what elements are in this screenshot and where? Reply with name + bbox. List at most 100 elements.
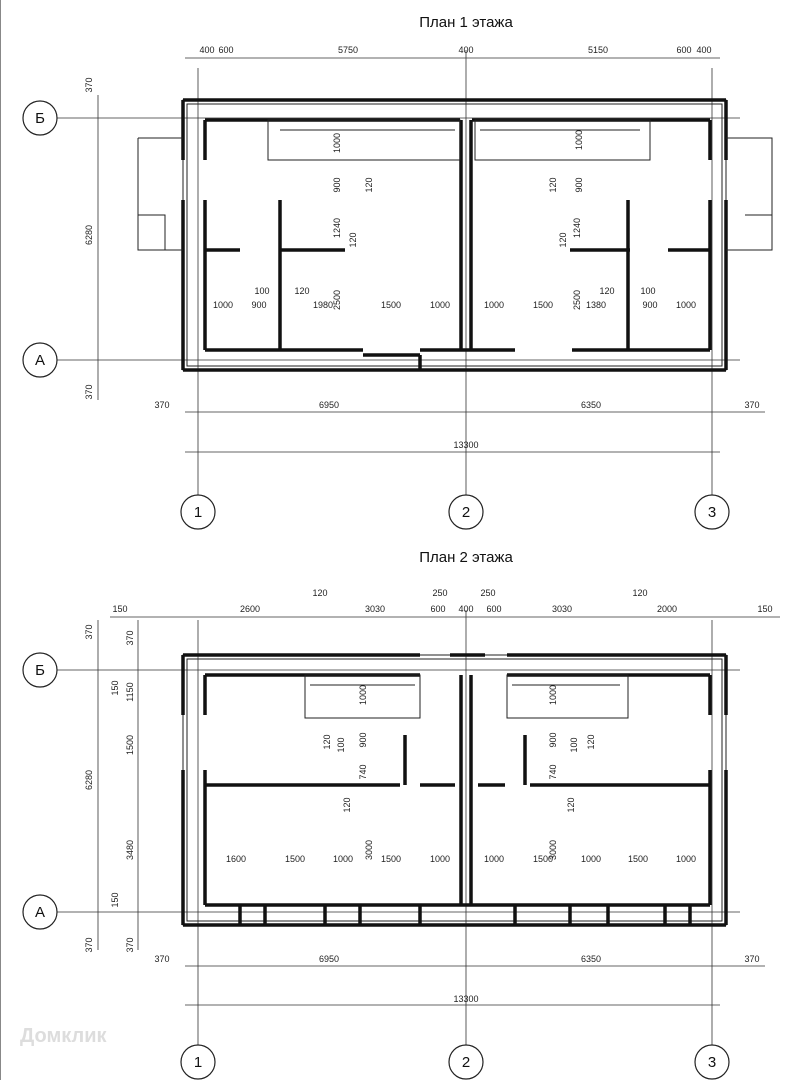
plan1-dimension-label: 400 bbox=[199, 45, 214, 55]
plan1-dimension-label: 1000 bbox=[332, 133, 342, 153]
plan2-dimension-label: 1600 bbox=[226, 854, 246, 864]
plan2-dimension-label: 2600 bbox=[240, 604, 260, 614]
plan1-dimension-label: 1500 bbox=[381, 300, 401, 310]
plan2-dimension-label: 370 bbox=[84, 624, 94, 639]
plan1-dimension-label: 100 bbox=[640, 286, 655, 296]
plan1-dimension-label: 1000 bbox=[574, 130, 584, 150]
axis-label: 3 bbox=[708, 504, 716, 521]
plan1-dimension-label: 120 bbox=[548, 177, 558, 192]
plan2-dimension-label: 1500 bbox=[533, 854, 553, 864]
axis-label: 3 bbox=[708, 1054, 716, 1071]
axis-label: 1 bbox=[194, 1054, 202, 1071]
axis-label: 2 bbox=[462, 1054, 470, 1071]
plan2-dimension-label: 3000 bbox=[364, 840, 374, 860]
plan1-dimension-label: 370 bbox=[84, 77, 94, 92]
plan1-dimension-label: 1000 bbox=[676, 300, 696, 310]
axis-bubble bbox=[448, 494, 484, 530]
axis-bubble bbox=[22, 894, 58, 930]
plan1-dimension-label: 13300 bbox=[453, 440, 478, 450]
plan2-dimension-label: 370 bbox=[125, 937, 135, 952]
plan2-dimension-label: 1000 bbox=[548, 685, 558, 705]
plan1-dimension-label: 6280 bbox=[84, 225, 94, 245]
plan1-geometry bbox=[57, 50, 773, 495]
plan2-dimension-label: 1500 bbox=[381, 854, 401, 864]
plan1-dimension-label: 400 bbox=[696, 45, 711, 55]
plan1-dimension-label: 600 bbox=[676, 45, 691, 55]
plan1-dimension-label: 900 bbox=[574, 177, 584, 192]
plan2-dimension-label: 400 bbox=[458, 604, 473, 614]
axis-bubble bbox=[180, 494, 216, 530]
plan2-dimension-label: 120 bbox=[566, 797, 576, 812]
axis-bubble bbox=[22, 342, 58, 378]
plan2-dimension-label: 1000 bbox=[676, 854, 696, 864]
plan1-dimension-label: 370 bbox=[744, 400, 759, 410]
axis-bubble bbox=[22, 100, 58, 136]
plan1-dimension-label: 120 bbox=[558, 232, 568, 247]
plan2-dimension-label: 120 bbox=[322, 734, 332, 749]
plan2-dimension-label: 150 bbox=[110, 892, 120, 907]
plan1-dimension-label: 5150 bbox=[588, 45, 608, 55]
plan2-dimension-label: 370 bbox=[84, 937, 94, 952]
plan1-dimension-label: 120 bbox=[348, 232, 358, 247]
plan1-dimension-label: 1240 bbox=[572, 218, 582, 238]
plan1-dimension-label: 5750 bbox=[338, 45, 358, 55]
axis-bubble bbox=[180, 1044, 216, 1080]
plan2-dimension-label: 1000 bbox=[358, 685, 368, 705]
plan1-dimension-label: 100 bbox=[254, 286, 269, 296]
plan2-dimension-label: 370 bbox=[744, 954, 759, 964]
plan1-dimension-label: 120 bbox=[364, 177, 374, 192]
plan1-dimension-label: 370 bbox=[84, 384, 94, 399]
plan2-dimension-label: 1500 bbox=[628, 854, 648, 864]
axis-label: 2 bbox=[462, 504, 470, 521]
plan1-dimension-label: 400 bbox=[458, 45, 473, 55]
plan1-dimension-label: 2500 bbox=[332, 290, 342, 310]
plan1-dimension-label: 900 bbox=[251, 300, 266, 310]
plan2-dimension-label: 740 bbox=[358, 764, 368, 779]
plan2-dimension-label: 1150 bbox=[125, 682, 135, 701]
plan2-dimension-label: 2000 bbox=[657, 604, 677, 614]
plan2-dimension-label: 370 bbox=[125, 630, 135, 645]
plan1-dimension-label: 1240 bbox=[332, 218, 342, 238]
plan2-dimension-label: 6350 bbox=[581, 954, 601, 964]
plan2-dimension-label: 600 bbox=[486, 604, 501, 614]
plan1-dimension-label: 1000 bbox=[484, 300, 504, 310]
axis-bubble bbox=[22, 652, 58, 688]
plan1-title: План 1 этажа bbox=[419, 14, 513, 31]
plan2-dimension-label: 150 bbox=[110, 680, 120, 695]
plan2-dimension-label: 250 bbox=[480, 588, 495, 598]
axis-label: 1 bbox=[194, 504, 202, 521]
plan2-dimension-label: 370 bbox=[154, 954, 169, 964]
plan2-dimension-label: 3480 bbox=[125, 840, 135, 860]
plan1-dimension-label: 900 bbox=[642, 300, 657, 310]
plan2-dimension-label: 1000 bbox=[430, 854, 450, 864]
plan2-dimension-label: 150 bbox=[112, 604, 127, 614]
plan2-dimension-label: 3000 bbox=[548, 840, 558, 860]
axis-label: А bbox=[35, 352, 45, 369]
plan1-dimension-label: 900 bbox=[332, 177, 342, 192]
plan1-dimension-label: 1000 bbox=[213, 300, 233, 310]
plan2-dimension-label: 3030 bbox=[552, 604, 572, 614]
plan1-dimension-label: 6350 bbox=[581, 400, 601, 410]
plan2-dimension-label: 6950 bbox=[319, 954, 339, 964]
watermark: Домклик bbox=[20, 1025, 107, 1047]
plan2-dimension-label: 1500 bbox=[285, 854, 305, 864]
axis-label: А bbox=[35, 904, 45, 921]
plan1-dimension-label: 600 bbox=[218, 45, 233, 55]
plan2-dimension-label: 900 bbox=[358, 732, 368, 747]
plan1-dimension-label: 6950 bbox=[319, 400, 339, 410]
axis-label: Б bbox=[35, 662, 45, 679]
axis-bubble bbox=[448, 1044, 484, 1080]
plan2-dimension-label: 150 bbox=[757, 604, 772, 614]
dimension-labels: 400 600 5750 400 5150 600 400 370 6280 370 370 6950… bbox=[84, 45, 773, 1004]
plan2-dimension-label: 1000 bbox=[484, 854, 504, 864]
plan1-dimension-label: 120 bbox=[599, 286, 614, 296]
plan2-dimension-label: 120 bbox=[312, 588, 327, 598]
plan2-dimension-label: 740 bbox=[548, 764, 558, 779]
axis-label: Б bbox=[35, 110, 45, 127]
plan2-dimension-label: 3030 bbox=[365, 604, 385, 614]
plan2-dimension-label: 1000 bbox=[581, 854, 601, 864]
plan2-geometry bbox=[57, 610, 780, 1045]
plan2-dimension-label: 120 bbox=[342, 797, 352, 812]
